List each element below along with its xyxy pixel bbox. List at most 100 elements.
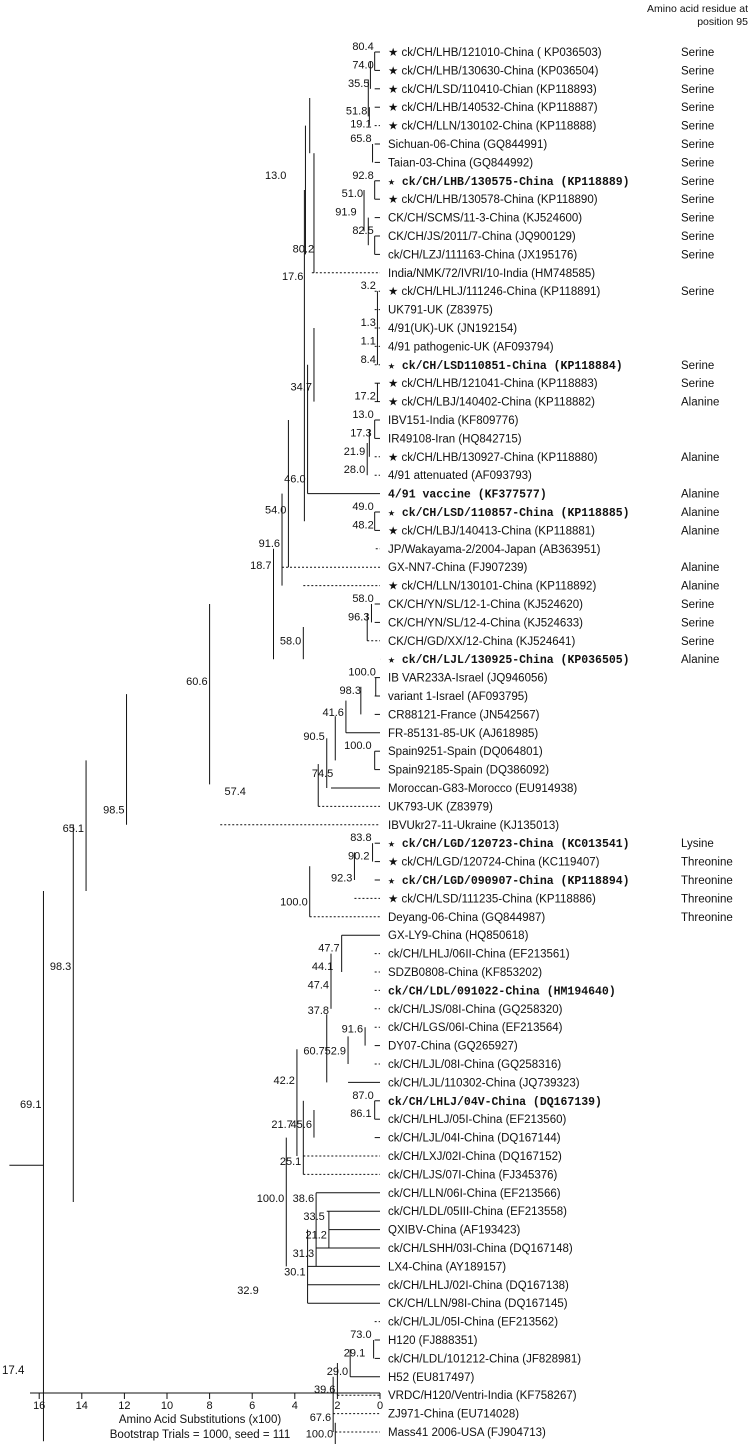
leaf-label: ck/CH/LHLJ/05I-China (EF213560)	[388, 1114, 566, 1126]
leaf-label: JP/Wakayama-2/2004-Japan (AB363951)	[388, 544, 601, 556]
leaf-label-text: JP/Wakayama-2/2004-Japan (AB363951)	[388, 544, 601, 556]
leaf-label: FR-85131-85-UK (AJ618985)	[388, 728, 538, 740]
leaf-label: ck/CH/LJS/08I-China (GQ258320)	[388, 1004, 563, 1016]
leaf-label: LX4-China (AY189157)	[388, 1261, 506, 1273]
leaf-label: CK/CH/LLN/98I-China (DQ167145)	[388, 1298, 568, 1310]
star-icon: ★	[388, 581, 402, 593]
bootstrap-value: 1.1	[361, 335, 376, 347]
leaf-label-text: Moroccan-G83-Morocco (EU914938)	[388, 783, 577, 795]
leaf-label: ck/CH/LXJ/02I-China (DQ167152)	[388, 1151, 562, 1163]
axis-tick-label: 10	[161, 1400, 173, 1412]
axis-tick-label: 4	[292, 1400, 298, 1412]
leaf-label-text: Deyang-06-China (GQ844987)	[388, 912, 545, 924]
leaf-label: ★ ck/CH/LLN/130102-China (KP118888)	[388, 121, 596, 133]
bootstrap-value: 92.8	[352, 170, 373, 182]
leaf-label-text: DY07-China (GQ265927)	[388, 1041, 518, 1053]
leaf-label-text: ck/CH/LJL/08I-China (GQ258316)	[388, 1059, 561, 1071]
amino-acid-label: Alanine	[681, 489, 719, 501]
bootstrap-value: 58.0	[352, 593, 373, 605]
leaf-label-text: H120 (FJ888351)	[388, 1335, 478, 1347]
leaf-label: GX-NN7-China (FJ907239)	[388, 562, 528, 574]
leaf-label-text: GX-LY9-China (HQ850618)	[388, 930, 529, 942]
leaf-label-text: ck/CH/LJL/110302-China (JQ739323)	[388, 1077, 580, 1089]
leaf-label: 4/91(UK)-UK (JN192154)	[388, 323, 517, 335]
bootstrap-value: 41.6	[322, 707, 343, 719]
leaf-label-text: Mass41 2006-USA (FJ904713)	[388, 1427, 546, 1439]
leaf-label: GX-LY9-China (HQ850618)	[388, 930, 529, 942]
amino-acid-label: Alanine	[681, 562, 719, 574]
leaf-label-text: ck/CH/LJL/130925-China (KP036505)	[402, 654, 630, 667]
leaf-label-text: ck/CH/LBJ/140402-China (KP118882)	[402, 397, 596, 409]
star-icon: ★	[388, 47, 402, 59]
leaf-label: variant 1-Israel (AF093795)	[388, 691, 528, 703]
bootstrap-value: 29.1	[344, 1347, 365, 1359]
bootstrap-value: 29.0	[327, 1366, 348, 1378]
bootstrap-value: 74.0	[352, 59, 373, 71]
leaf-label: CK/CH/GD/XX/12-China (KJ524641)	[388, 636, 575, 648]
leaf-label: ck/CH/LDL/101212-China (JF828981)	[388, 1353, 581, 1365]
star-icon: ★	[388, 397, 402, 409]
bootstrap-value: 80.2	[293, 243, 314, 255]
star-icon: ★	[388, 893, 402, 905]
leaf-label-text: ck/CH/LBJ/140413-China (KP118881)	[402, 525, 596, 537]
amino-acid-label: Serine	[681, 139, 714, 151]
bootstrap-value: 18.7	[250, 560, 271, 572]
leaf-label-text: ck/CH/LSD110851-China (KP118884)	[402, 360, 623, 373]
bootstrap-value: 51.0	[342, 188, 363, 200]
star-icon: ★	[388, 507, 402, 520]
bootstrap-value: 80.4	[352, 41, 373, 53]
bootstrap-value: 31.3	[293, 1248, 314, 1260]
leaf-label-text: ck/CH/LSD/110857-China (KP118885)	[402, 507, 630, 520]
bootstrap-value: 98.5	[103, 805, 124, 817]
leaf-label: DY07-China (GQ265927)	[388, 1041, 518, 1053]
bootstrap-value: 83.8	[350, 832, 371, 844]
star-icon: ★	[388, 378, 402, 390]
leaf-label: ★ ck/CH/LHB/130575-China (KP118889)	[388, 176, 630, 189]
bootstrap-value: 92.3	[331, 873, 352, 885]
leaf-label-text: IBV151-India (KF809776)	[388, 415, 519, 427]
leaf-label-text: ck/CH/LGD/120724-China (KC119407)	[402, 857, 600, 869]
bootstrap-value: 91.9	[335, 207, 356, 219]
leaf-label-text: IBVUkr27-11-Ukraine (KJ135013)	[388, 820, 559, 832]
amino-acid-label: Serine	[681, 599, 714, 611]
bootstrap-value: 17.2	[354, 391, 375, 403]
leaf-label-text: ck/CH/LHB/130575-China (KP118889)	[402, 176, 630, 189]
leaf-label-text: CK/CH/JS/2011/7-China (JQ900129)	[388, 231, 576, 243]
leaf-label-text: ck/CH/LJL/04I-China (DQ167144)	[388, 1133, 561, 1145]
bootstrap-value: 38.6	[293, 1193, 314, 1205]
bootstrap-value: 100.0	[344, 740, 372, 752]
amino-acid-column: SerineSerineSerineSerineSerineSerineSeri…	[681, 47, 733, 924]
bootstrap-value: 17.6	[282, 271, 303, 283]
bootstrap-value: 49.0	[352, 501, 373, 513]
bootstrap-value: 42.2	[274, 1075, 295, 1087]
leaf-label-text: Sichuan-06-China (GQ844991)	[388, 139, 547, 151]
leaf-label: IB VAR233A-Israel (JQ946056)	[388, 673, 548, 685]
leaf-label: ★ ck/CH/LLN/130101-China (KP118892)	[388, 581, 596, 593]
bootstrap-value: 58.0	[280, 635, 301, 647]
leaf-label: H52 (EU817497)	[388, 1372, 474, 1384]
bootstrap-value: 90.5	[303, 731, 324, 743]
leaf-label-text: variant 1-Israel (AF093795)	[388, 691, 528, 703]
axis-subtitle: Bootstrap Trials = 1000, seed = 111	[110, 1429, 291, 1441]
leaf-label: ck/CH/LSHH/03I-China (DQ167148)	[388, 1243, 573, 1255]
bootstrap-value: 13.0	[352, 409, 373, 421]
leaf-label: SDZB0808-China (KF853202)	[388, 967, 542, 979]
leaf-label: UK791-UK (Z83975)	[388, 305, 493, 317]
leaf-label: ★ ck/CH/LJL/130925-China (KP036505)	[388, 654, 630, 667]
bootstrap-value: 21.2	[305, 1230, 326, 1242]
bootstrap-value: 47.7	[318, 943, 339, 955]
leaf-label-text: QXIBV-China (AF193423)	[388, 1225, 520, 1237]
bootstrap-value: 30.1	[284, 1266, 305, 1278]
bootstrap-value: 60.6	[186, 676, 207, 688]
leaf-label: ck/CH/LZJ/111163-China (JX195176)	[388, 249, 577, 261]
bootstrap-value: 100.0	[306, 1428, 334, 1440]
amino-acid-label: Serine	[681, 378, 714, 390]
leaf-label-text: ck/CH/LHB/121041-China (KP118883)	[402, 378, 598, 390]
leaf-label-text: ck/CH/LXJ/02I-China (DQ167152)	[388, 1151, 562, 1163]
leaf-label-text: CK/CH/GD/XX/12-China (KJ524641)	[388, 636, 575, 648]
star-icon: ★	[388, 360, 402, 373]
leaf-label-text: India/NMK/72/IVRI/10-India (HM748585)	[388, 268, 595, 280]
bootstrap-value: 100.0	[348, 667, 376, 679]
leaf-label: ck/CH/LJL/08I-China (GQ258316)	[388, 1059, 561, 1071]
leaf-label: CK/CH/SCMS/11-3-China (KJ524600)	[388, 213, 582, 225]
